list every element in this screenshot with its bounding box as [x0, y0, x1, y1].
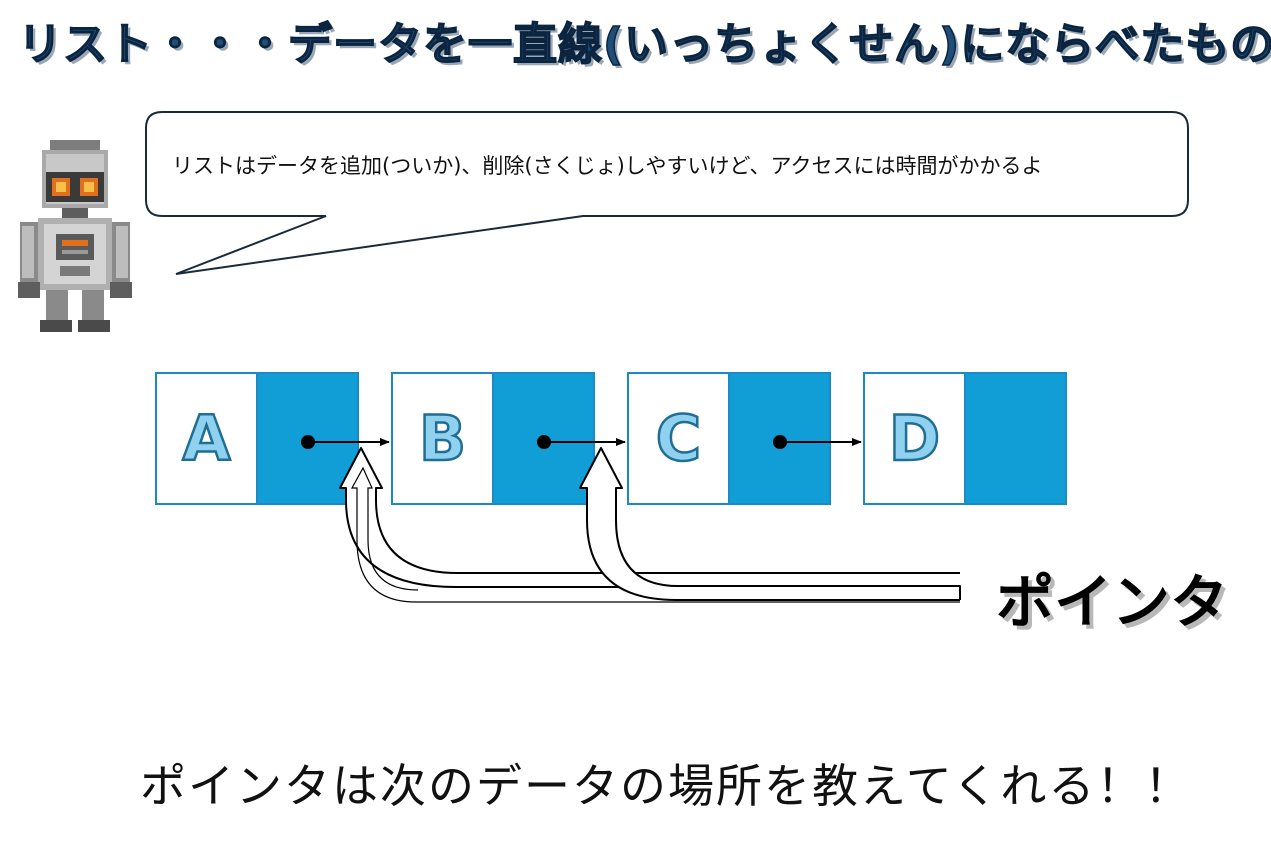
page-title: リスト・・・データを一直線(いっちょくせん)にならべたもの [17, 18, 1271, 71]
node-label-b: B [418, 401, 468, 477]
node-data-cell-a [155, 372, 258, 505]
callout-arrow-to-c [350, 466, 960, 603]
callout-arrow-to-b [579, 447, 961, 601]
robot-icon [18, 140, 132, 332]
nodes-layer [155, 372, 1067, 505]
node-data-cell-d [863, 372, 966, 505]
node-label-d: D [888, 401, 942, 477]
pointer-callout-arrows [339, 447, 961, 603]
speech-bubble [145, 111, 1189, 275]
node-label-c: C [654, 401, 702, 477]
node-data-cell-c [627, 372, 730, 505]
caption: ポインタは次のデータの場所を教えてくれる！！ [140, 759, 1193, 813]
callout-arrow-to-a [339, 447, 960, 588]
pointer-label: ポインタ [996, 568, 1229, 636]
node-pointer-cell-d [964, 372, 1067, 505]
speech-bubble-text: リストはデータを追加(ついか)、削除(さくじょ)しやすいけど、アクセスには時間が… [172, 154, 1043, 178]
node-label-a: A [181, 401, 231, 477]
